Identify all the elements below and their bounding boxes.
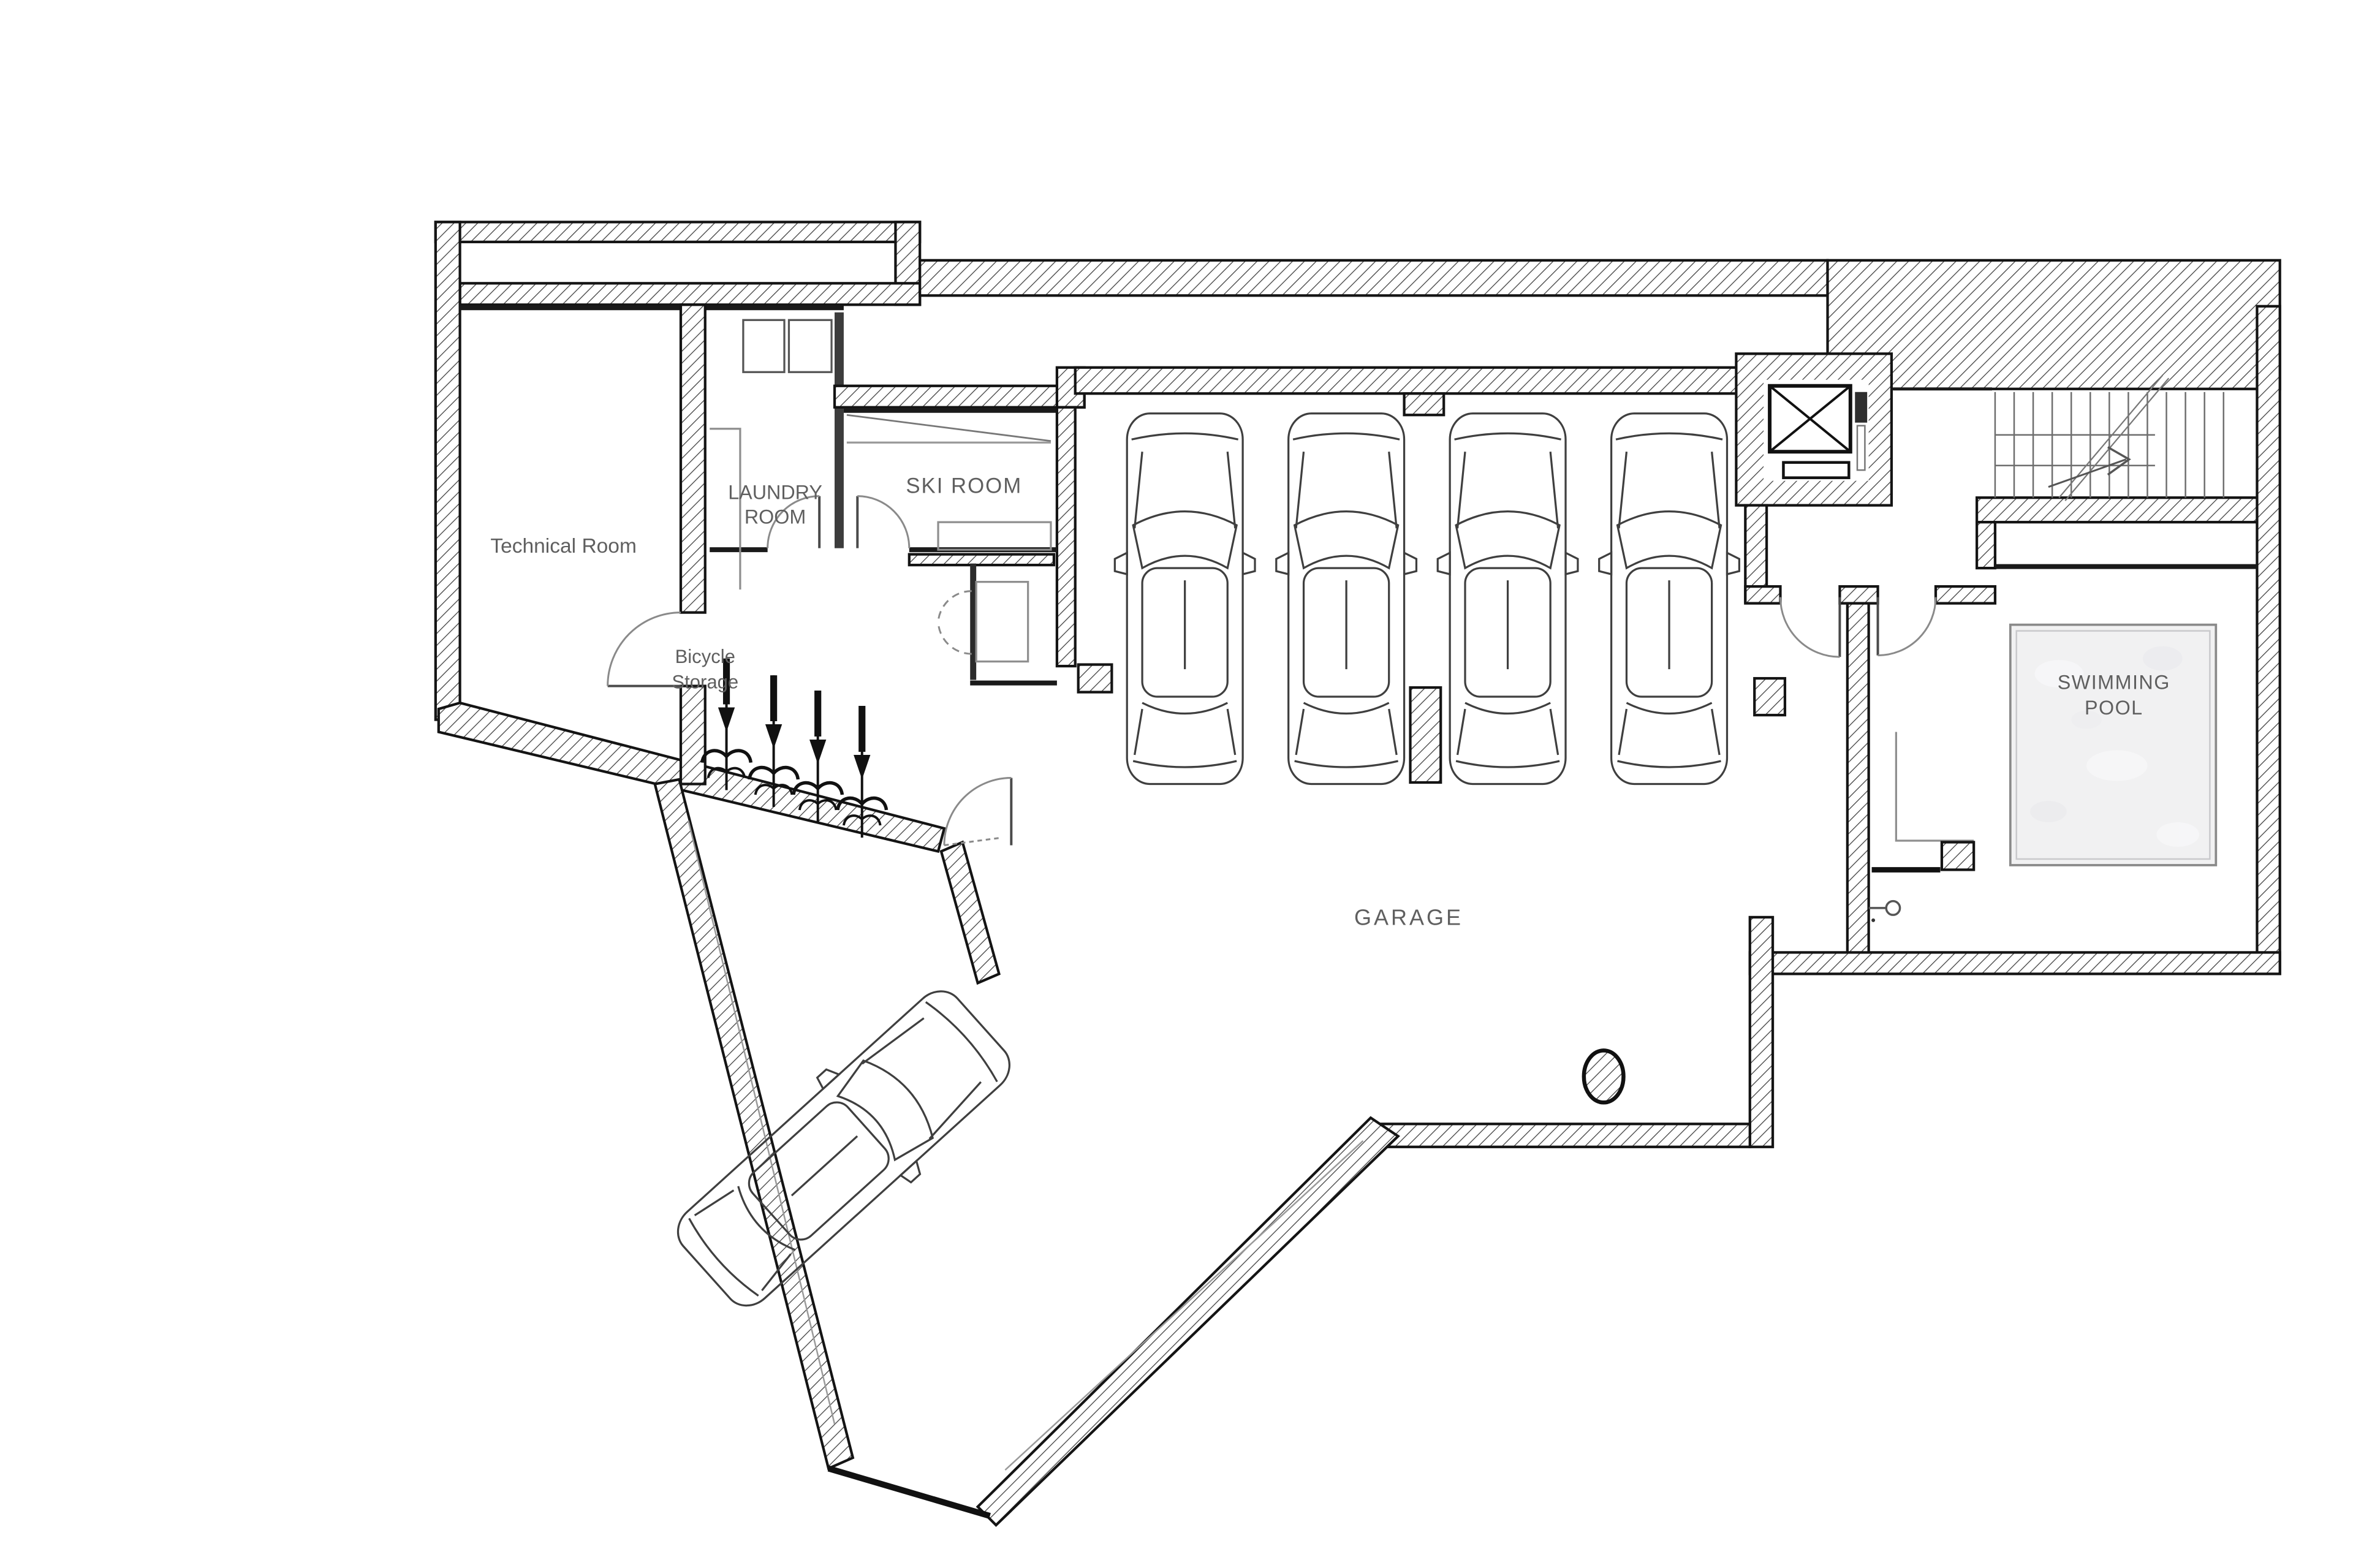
label-technical-room: Technical Room: [490, 535, 637, 558]
garage-right-pier: [1753, 676, 1787, 717]
car-icon-garage-car-4: [1598, 412, 1740, 786]
garage-top-wall: [1074, 366, 1756, 395]
elevator-door: [1855, 392, 1868, 423]
elevator-counterweight: [1782, 461, 1851, 479]
ramp-mouth-line: [827, 1465, 991, 1519]
outer-wall-left: [434, 221, 461, 721]
dryer-icon: [787, 319, 833, 373]
outer-wall-top-main: [919, 259, 1829, 297]
ski-room-furniture: [846, 414, 1052, 551]
garage-bottom-wall: [1377, 1123, 1751, 1148]
staircase-icon: [1994, 374, 2224, 501]
equipment-cabinet: [975, 581, 1029, 663]
garage-pier-left: [1077, 663, 1113, 694]
garage-right-wall: [1748, 915, 1775, 1148]
ski-room-top-wall: [833, 384, 1086, 409]
inner-wall-top-left: [458, 282, 922, 306]
cars-layer: [659, 412, 1740, 1326]
label-ski-room: SKI ROOM: [906, 474, 1022, 498]
pool-room-step-wall: [1975, 521, 1997, 570]
technical-right-wall-upper: [679, 303, 707, 614]
door-handle-icon: [1868, 900, 1901, 922]
outer-wall-top-left: [434, 221, 922, 243]
laundry-door: [767, 495, 821, 548]
lobby-door-jamb: [1744, 585, 1782, 605]
stair-bottom-wall: [1975, 496, 2259, 524]
corridor-door-jamb: [1934, 585, 1997, 605]
car-icon-garage-car-2: [1275, 412, 1418, 786]
stair-treads: [1994, 392, 2224, 498]
elevator-door-track: [1856, 425, 1866, 471]
ramp-lower-wall: [976, 1116, 1400, 1528]
corridor-column: [1940, 841, 1976, 871]
outer-wall-top-right: [1826, 259, 2281, 390]
ski-room-right-wall: [1055, 406, 1077, 668]
label-garage: GARAGE: [1354, 904, 1463, 930]
car-icon-garage-car-1: [1113, 412, 1256, 786]
elevator-icon: [1768, 384, 1868, 479]
ramp-door: [943, 777, 1013, 846]
floor-drain-icon: [1582, 1048, 1626, 1105]
washer-icon: [742, 319, 786, 373]
ski-rack-diagonal: [846, 414, 1051, 442]
vestibule-left-wall: [970, 563, 977, 680]
bench: [937, 521, 1052, 551]
doors: [607, 495, 1937, 846]
stair-direction-arrow: [2048, 374, 2170, 501]
pool-water-texture: [2030, 646, 2199, 847]
garage-middle-pier: [1409, 686, 1442, 784]
laundry-appliances: [710, 319, 833, 590]
garage-top-pier: [1403, 392, 1446, 417]
ramp-street-wall: [653, 778, 855, 1471]
car-icon-garage-car-3: [1436, 412, 1579, 786]
laundry-counter: [710, 428, 741, 590]
technical-room-door: [607, 612, 681, 687]
outer-wall-right: [2256, 305, 2281, 975]
pool-bottom-wall: [1748, 951, 2281, 975]
garage-corridor-wall: [1846, 602, 1870, 954]
technical-right-wall-lower: [679, 684, 707, 786]
ramp-door-stub-wall: [939, 840, 1001, 985]
vestibule-equipment: [975, 581, 1029, 663]
ramp-curb-left: [688, 820, 836, 1425]
elevator-lobby-door: [1779, 597, 1841, 658]
shower-partition: [1895, 732, 1974, 842]
laundry-right-wall: [835, 312, 844, 548]
pool-corridor-door: [1876, 597, 1937, 657]
ramp-curb-right: [1004, 1140, 1364, 1471]
pool-corridor-fixtures: [1868, 732, 1976, 922]
ramp-details: [688, 820, 1364, 1471]
walls: [434, 221, 2281, 1528]
ski-room-door: [856, 495, 911, 548]
lobby-pier-top: [1838, 585, 1879, 605]
vestibule-top-wall: [907, 553, 1056, 567]
swimming-pool: [2009, 623, 2218, 866]
pool-inner-edge: [2015, 630, 2211, 860]
vestibule-folding-door: [937, 590, 972, 655]
